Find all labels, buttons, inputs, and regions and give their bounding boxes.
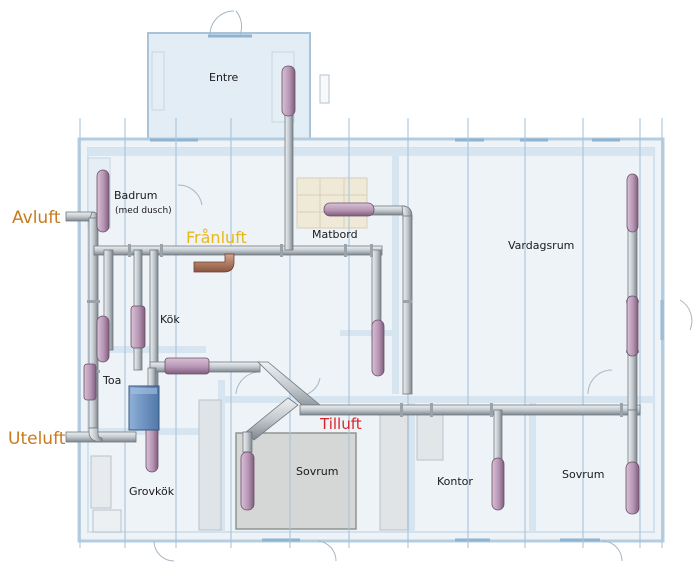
wardrobe bbox=[379, 411, 409, 531]
entre-cabinet bbox=[151, 51, 165, 111]
valve-kontor bbox=[491, 457, 505, 511]
room-label-vardagsrum: Vardagsrum bbox=[508, 239, 574, 252]
room-label-kontor: Kontor bbox=[437, 475, 473, 488]
building-shell bbox=[77, 32, 665, 543]
flow-label-tilluft: Tilluft bbox=[319, 415, 362, 433]
room-labels: Entre Badrum (med dusch) Matbord Vardags… bbox=[102, 71, 604, 498]
valve-sovrum bbox=[240, 451, 255, 511]
valve-badrum-lower bbox=[96, 315, 110, 363]
valve-badrum bbox=[96, 169, 110, 233]
flow-labels: Avluft Frånluft Uteluft Tilluft bbox=[8, 208, 362, 449]
valve-toa bbox=[83, 363, 97, 401]
room-label-entre: Entre bbox=[209, 71, 239, 84]
doors bbox=[153, 10, 693, 562]
exhaust-ducts bbox=[65, 109, 413, 429]
franluft-trunk bbox=[93, 245, 383, 256]
desk bbox=[416, 411, 444, 461]
valve-entre bbox=[281, 65, 296, 117]
sink-unit bbox=[92, 509, 122, 533]
kitchen-counter bbox=[198, 399, 222, 531]
valve-sovrum-2 bbox=[625, 461, 640, 515]
room-label-badrum: Badrum bbox=[114, 189, 157, 202]
room-label-sovrum-1: Sovrum bbox=[296, 465, 338, 478]
room-sublabel-badrum: (med dusch) bbox=[115, 206, 172, 216]
tilluft-trunk bbox=[299, 404, 641, 416]
valve-kok bbox=[130, 305, 146, 349]
bed bbox=[235, 432, 357, 530]
section-grid bbox=[79, 118, 663, 548]
valve-supply-horizontal bbox=[164, 357, 210, 375]
flow-label-uteluft: Uteluft bbox=[8, 429, 66, 449]
valve-matbord-lower bbox=[371, 319, 385, 377]
room-label-matbord: Matbord bbox=[312, 228, 358, 241]
flow-label-avluft: Avluft bbox=[12, 208, 61, 228]
valve-matbord bbox=[323, 202, 375, 217]
room-label-toa: Toa bbox=[102, 374, 121, 387]
valve-vardagsrum-mid bbox=[626, 295, 639, 357]
wall-outlet bbox=[319, 74, 330, 104]
room-label-kok: Kök bbox=[160, 313, 180, 326]
laundry-machine bbox=[90, 455, 112, 509]
room-label-grovkok: Grovkök bbox=[129, 485, 175, 498]
valves bbox=[83, 65, 640, 515]
valve-vardagsrum-top bbox=[626, 173, 639, 233]
entre-duct bbox=[284, 109, 294, 251]
room-label-sovrum-2: Sovrum bbox=[562, 468, 604, 481]
kitchen-hood-duct bbox=[193, 253, 235, 273]
flow-label-franluft: Frånluft bbox=[186, 228, 247, 247]
